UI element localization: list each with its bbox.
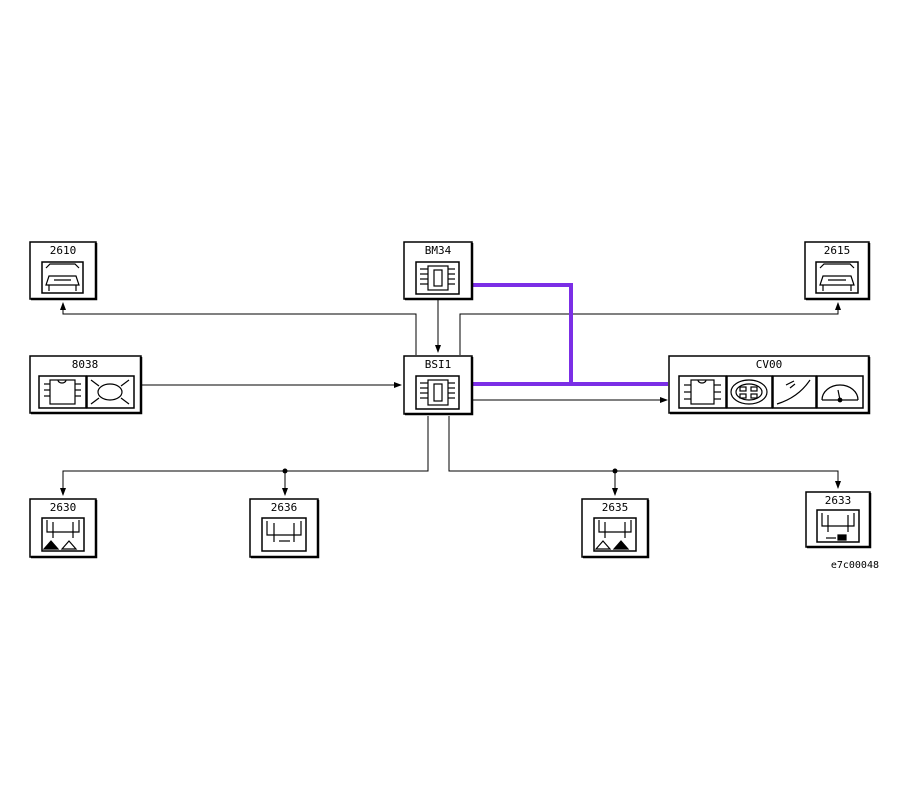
road-curve-icon — [776, 379, 811, 405]
connection-wires — [60, 300, 841, 496]
module-label: 8038 — [72, 358, 99, 371]
module-cv00[interactable]: CV00 — [668, 355, 871, 415]
junction-dot — [612, 468, 618, 474]
module-bm34[interactable]: BM34 — [403, 241, 474, 301]
ecu-chip-icon — [44, 379, 81, 405]
module-2636[interactable]: 2636 — [249, 498, 320, 559]
module-label: BSI1 — [425, 358, 452, 371]
junction-dot — [282, 468, 288, 474]
module-label: 2615 — [824, 244, 851, 257]
module-8038[interactable]: 8038 — [29, 355, 143, 415]
figure-reference: e7c00048 — [831, 560, 879, 571]
seat-adjust-icon — [594, 520, 632, 550]
module-label: 2630 — [50, 501, 77, 514]
wire-bsi1-2610 — [60, 302, 417, 355]
module-2635[interactable]: 2635 — [581, 498, 650, 559]
wire-bsi1-2615 — [459, 302, 841, 355]
module-label: 2610 — [50, 244, 77, 257]
module-2630[interactable]: 2630 — [29, 498, 98, 559]
module-2610[interactable]: 2610 — [29, 241, 98, 301]
ecu-chip-icon — [420, 379, 455, 406]
ecu-chip-icon — [420, 265, 455, 291]
module-label: BM34 — [425, 244, 452, 257]
module-label: CV00 — [756, 358, 783, 371]
lamp-icon — [90, 379, 130, 405]
seat-adjust-icon — [266, 521, 302, 542]
module-label: 2633 — [825, 494, 852, 507]
connector-icon — [730, 379, 768, 405]
module-2633[interactable]: 2633 — [805, 491, 872, 549]
wire-bsi1-2633 — [448, 416, 841, 489]
seat-heating-icon — [45, 263, 80, 291]
module-label: 2635 — [602, 501, 629, 514]
module-2615[interactable]: 2615 — [804, 241, 871, 301]
seat-adjust-icon — [821, 513, 855, 541]
module-bsi1[interactable]: BSI1 — [403, 355, 474, 416]
seat-adjust-icon — [42, 520, 80, 550]
gauge-icon — [821, 384, 859, 403]
module-label: 2636 — [271, 501, 298, 514]
seat-heating-icon — [819, 263, 855, 291]
ecu-chip-icon — [684, 379, 721, 405]
wire-bsi1-2630 — [60, 416, 429, 496]
can-bus-line — [473, 283, 668, 386]
